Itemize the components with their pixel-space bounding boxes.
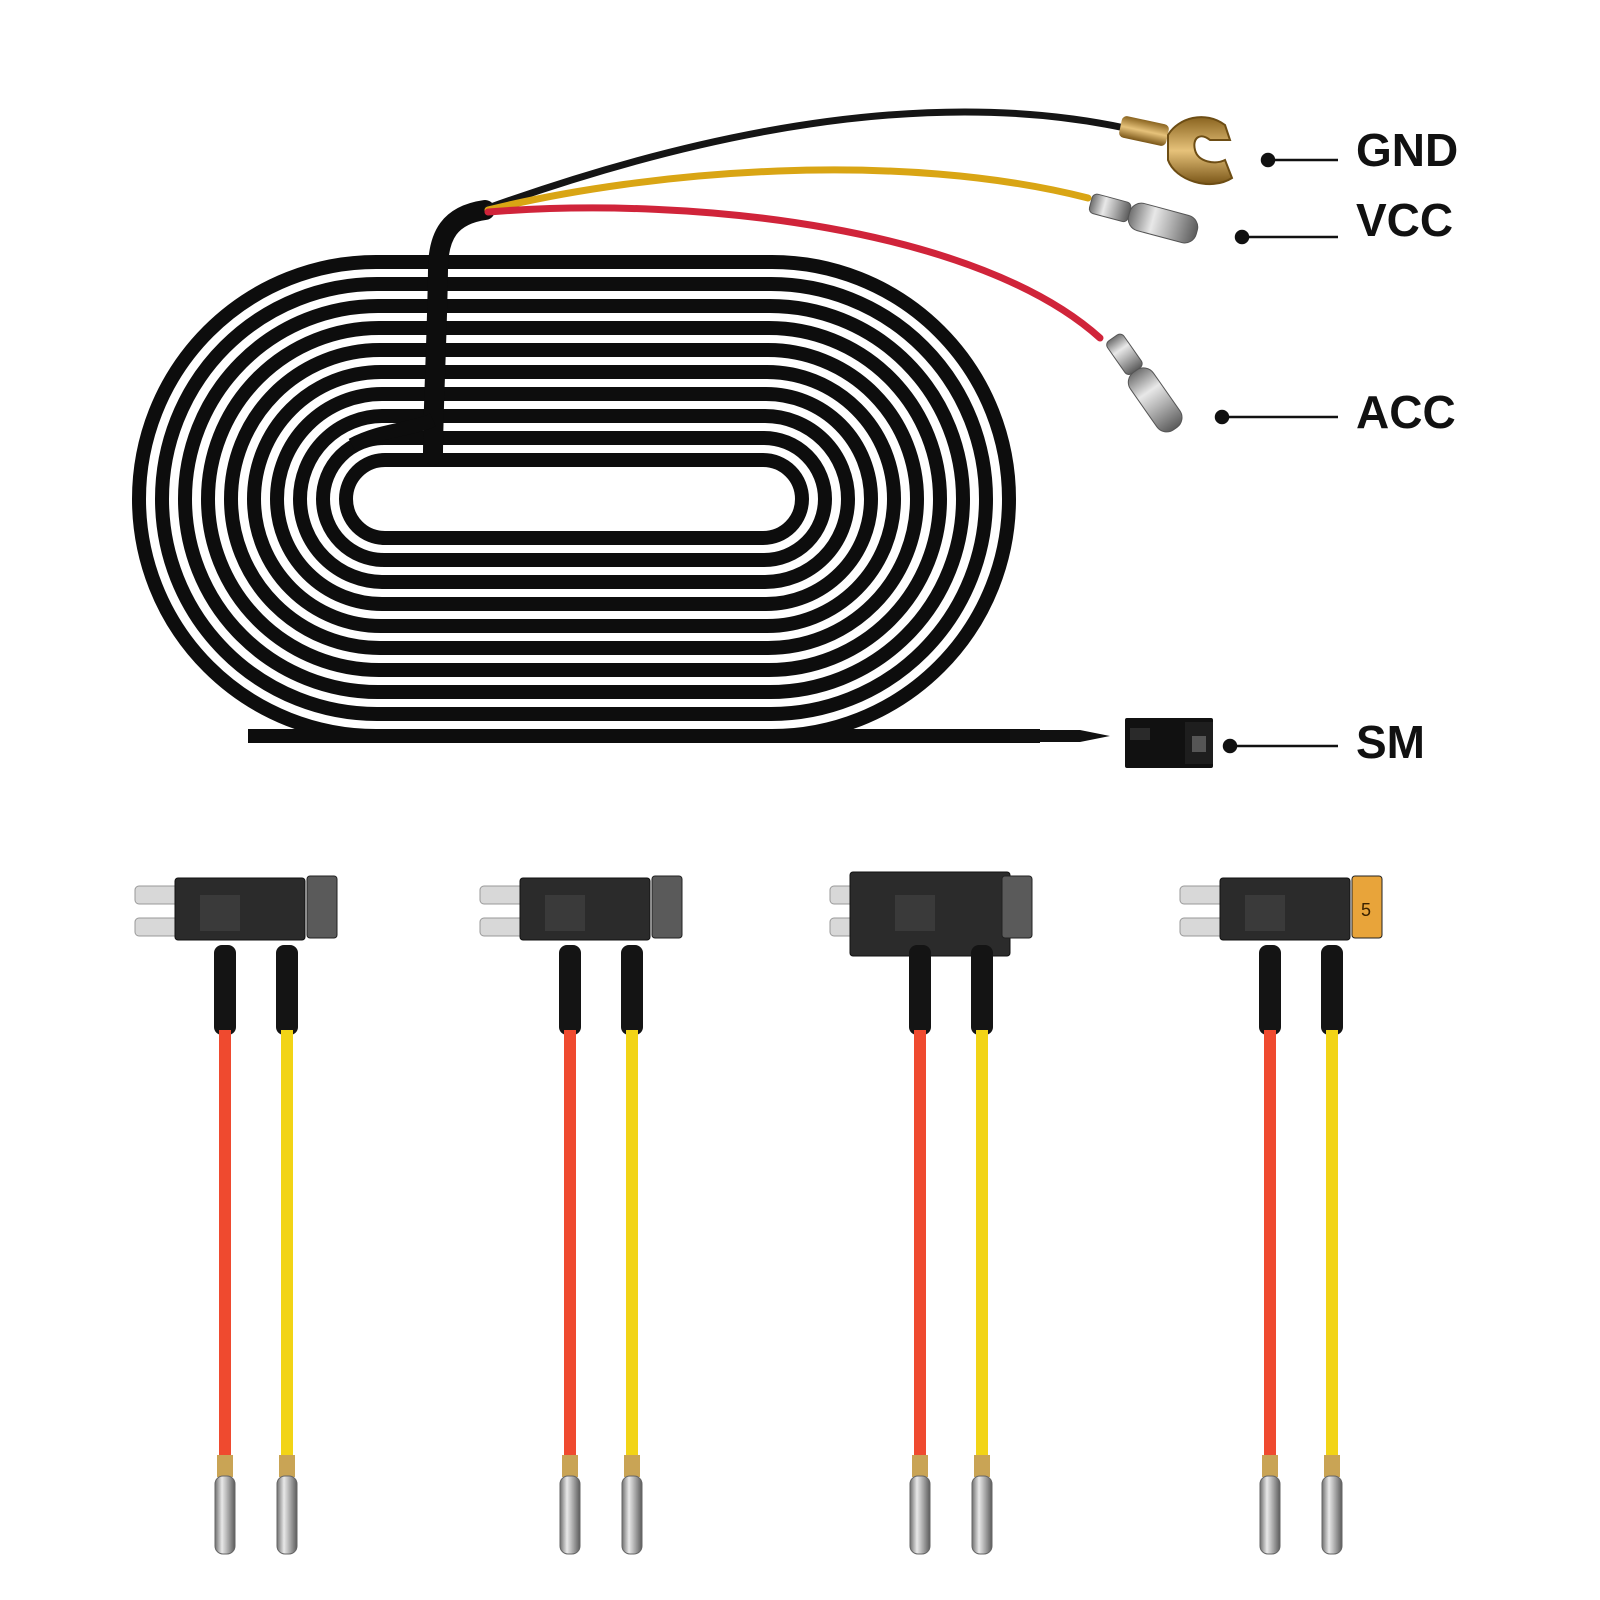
crimp: [912, 1455, 928, 1477]
crimp: [217, 1455, 233, 1477]
label-vcc: VCC: [1356, 194, 1453, 246]
sm-connector: [1125, 718, 1213, 768]
heat-shrink: [1321, 945, 1343, 1035]
cable-lead-up: [423, 200, 495, 465]
label-gnd: GND: [1356, 124, 1458, 176]
tap-low-profile-mini: [134, 875, 338, 1555]
tap-housing-detail: [895, 895, 935, 931]
bullet-terminal: [621, 1475, 643, 1555]
tap-mini: [829, 871, 1033, 1555]
acc-bullet-terminal: [1106, 333, 1183, 433]
yellow-wire: [976, 1030, 988, 1460]
red-wire: [914, 1030, 926, 1460]
fuse-tap-set: 5: [134, 871, 1383, 1555]
tap-housing-detail: [200, 895, 240, 931]
heat-shrink: [559, 945, 581, 1035]
vcc-wire: [484, 166, 1092, 214]
tap-housing-detail: [545, 895, 585, 931]
coiled-cable: [132, 255, 1016, 743]
tap-micro: 5: [1179, 875, 1383, 1555]
crimp: [624, 1455, 640, 1477]
label-sm: SM: [1356, 716, 1425, 768]
vcc-bullet-terminal: [1088, 193, 1199, 244]
gnd-wire: [484, 108, 1129, 212]
bullet-terminal: [909, 1475, 931, 1555]
bullet-terminal: [1321, 1475, 1343, 1555]
yellow-wire: [281, 1030, 293, 1460]
heat-shrink: [621, 945, 643, 1035]
fuse: [306, 875, 338, 939]
bullet-terminal: [1259, 1475, 1281, 1555]
crimp: [974, 1455, 990, 1477]
yellow-wire: [626, 1030, 638, 1460]
gnd-fork-terminal: [1119, 116, 1234, 186]
fuse: [651, 875, 683, 939]
bullet-terminal: [971, 1475, 993, 1555]
heat-shrink: [971, 945, 993, 1035]
heat-shrink: [276, 945, 298, 1035]
heat-shrink: [1259, 945, 1281, 1035]
fuse: [1351, 875, 1383, 939]
bullet-terminal: [559, 1475, 581, 1555]
yellow-wire: [1326, 1030, 1338, 1460]
crimp: [562, 1455, 578, 1477]
crimp: [1324, 1455, 1340, 1477]
label-acc: ACC: [1356, 386, 1456, 438]
tap-micro2: [479, 875, 683, 1555]
acc-wire: [484, 204, 1104, 342]
callout-leaders: [1214, 152, 1338, 754]
bullet-terminal: [214, 1475, 236, 1555]
heat-shrink: [909, 945, 931, 1035]
fuse: [1001, 875, 1033, 939]
crimp: [1262, 1455, 1278, 1477]
bullet-terminal: [276, 1475, 298, 1555]
red-wire: [564, 1030, 576, 1460]
crimp: [279, 1455, 295, 1477]
red-wire: [1264, 1030, 1276, 1460]
heat-shrink: [214, 945, 236, 1035]
tap-housing-detail: [1245, 895, 1285, 931]
fuse-rating: 5: [1361, 900, 1371, 920]
red-wire: [219, 1030, 231, 1460]
